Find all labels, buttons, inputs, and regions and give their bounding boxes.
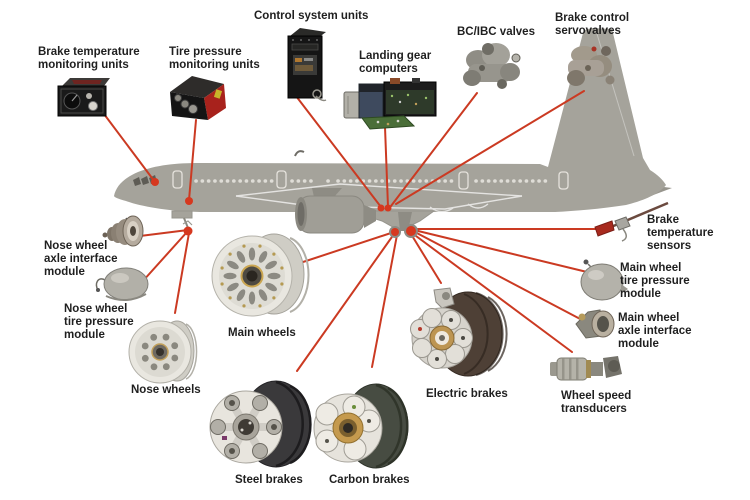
brake-temperature-monitoring-unit-illustration <box>57 78 110 117</box>
label-nose-wheel-tire-pressure-module: Nose wheel tire pressure module <box>64 303 134 342</box>
line-landing-gear-computers <box>384 126 389 208</box>
line-nose-tire-pressure-module <box>141 231 188 283</box>
anchor-belly-right <box>384 204 392 212</box>
line-wheel-speed-transducers <box>411 232 573 353</box>
brake-temperature-sensors-illustration <box>594 201 669 242</box>
line-nose-wheels <box>174 232 190 314</box>
electric-brakes-illustration <box>410 287 508 377</box>
anchor-main-gear-right <box>404 224 418 238</box>
label-brake-temperature-sensors: Brake temperature sensors <box>647 214 714 253</box>
line-main-tire-pressure-module <box>413 229 588 273</box>
line-tire-pressure-monitoring <box>188 119 197 201</box>
line-brake-temp-monitoring <box>103 113 156 183</box>
main-wheel-axle-interface-module-illustration <box>575 309 615 339</box>
label-tire-pressure-monitoring-units: Tire pressure monitoring units <box>169 46 260 72</box>
anchor-nose-gear <box>183 226 193 236</box>
callout-lines <box>103 90 601 372</box>
line-main-axle-module <box>412 230 585 322</box>
anchor-main-gear-left <box>389 226 401 238</box>
wheel-speed-transducers-illustration <box>550 356 622 381</box>
main-wheel-tire-pressure-module-illustration <box>580 259 628 301</box>
steel-brakes-illustration <box>209 380 312 468</box>
label-steel-brakes: Steel brakes <box>235 474 303 486</box>
label-carbon-brakes: Carbon brakes <box>329 474 410 486</box>
line-steel-brakes <box>296 233 395 372</box>
label-landing-gear-computers: Landing gear computers <box>359 50 432 76</box>
line-brake-control-servovalves <box>395 90 585 205</box>
label-bc-ibc-valves: BC/IBC valves <box>457 26 535 38</box>
doors <box>172 170 569 190</box>
line-nose-axle-module <box>139 229 189 237</box>
landing-gear-computers-illustration <box>343 78 437 130</box>
fuselage <box>114 28 666 212</box>
label-main-wheel-tire-pressure-module: Main wheel tire pressure module <box>620 262 690 301</box>
label-brake-control-servovalves: Brake control servovalves <box>555 12 630 38</box>
tire-pressure-monitoring-unit-illustration <box>170 76 226 120</box>
line-control-system-units <box>295 95 382 208</box>
label-main-wheels: Main wheels <box>228 327 296 339</box>
carbon-brakes-illustration <box>313 383 409 469</box>
control-system-unit-illustration <box>287 28 327 102</box>
engine-nacelle <box>295 188 376 234</box>
label-main-wheel-axle-interface-module: Main wheel axle interface module <box>618 312 692 351</box>
anchor-belly-left <box>377 204 385 212</box>
brake-control-servovalves-illustration <box>567 46 615 86</box>
line-carbon-brakes <box>371 234 398 368</box>
label-electric-brakes: Electric brakes <box>426 388 508 400</box>
anchor-cockpit <box>151 178 159 186</box>
anchor-dots <box>151 178 418 238</box>
line-main-wheels <box>302 231 395 263</box>
line-electric-brakes <box>410 233 442 284</box>
main-wheels-illustration <box>211 233 310 317</box>
label-brake-temperature-monitoring-units: Brake temperature monitoring units <box>38 46 140 72</box>
label-nose-wheel-axle-interface-module: Nose wheel axle interface module <box>44 240 118 279</box>
nose-gear <box>171 210 193 229</box>
wing-outline <box>235 183 523 213</box>
bc-ibc-valves-illustration <box>463 43 521 89</box>
anchor-forward-belly <box>185 197 193 205</box>
nose-wheel-axle-interface-module-illustration <box>102 215 144 247</box>
label-control-system-units: Control system units <box>254 10 369 22</box>
nose-wheel-tire-pressure-module-illustration <box>95 267 149 301</box>
line-bc-ibc-valves <box>390 92 478 207</box>
label-wheel-speed-transducers: Wheel speed transducers <box>561 390 632 416</box>
antenna <box>294 150 305 157</box>
label-nose-wheels: Nose wheels <box>131 384 201 396</box>
nose-wheels-illustration <box>128 320 198 384</box>
aircraft-silhouette <box>114 28 672 234</box>
